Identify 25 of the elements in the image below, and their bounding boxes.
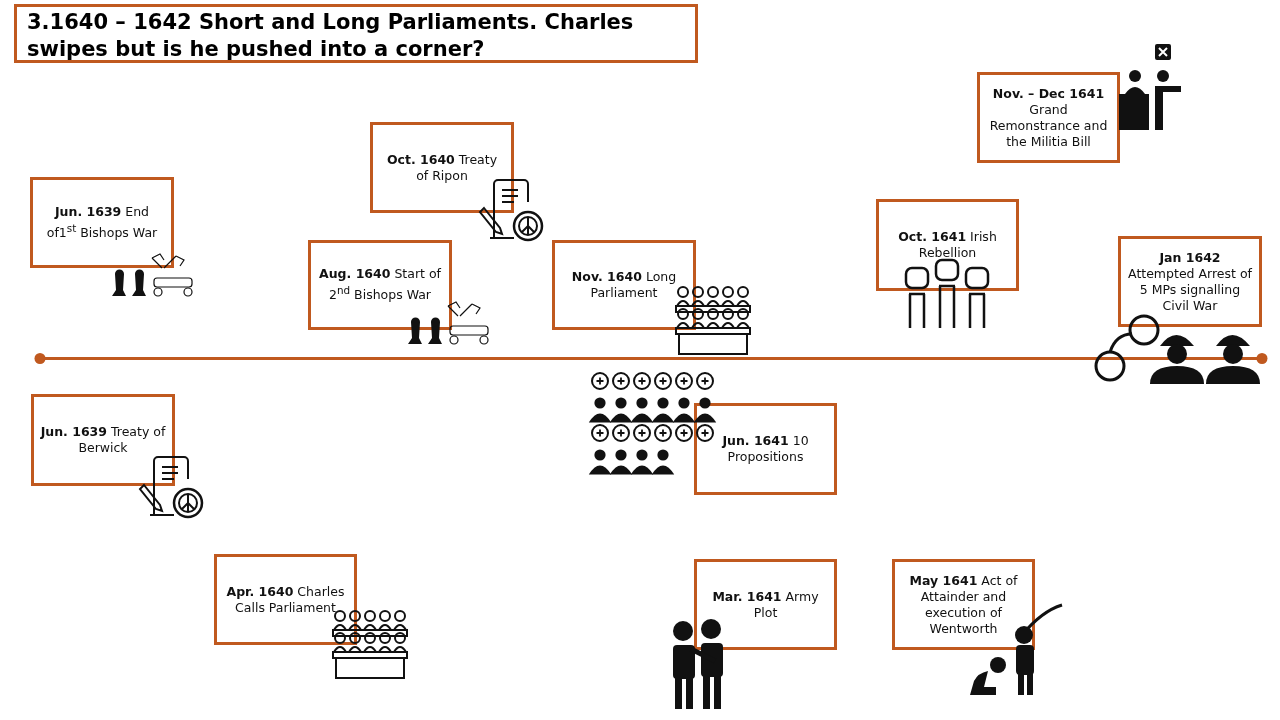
event-box	[552, 240, 696, 330]
event-text: May 1641 Act of Attainder and execution of Wentworth	[908, 572, 1019, 637]
event-text: Oct. 1641 Irish Rebellion	[897, 229, 998, 261]
event-text: Jun. 1641 10 Propositions	[720, 433, 810, 465]
event-text: Apr. 1640 Charles Calls Parliament	[225, 583, 346, 616]
event-box	[31, 394, 175, 486]
event-box	[892, 559, 1035, 650]
event-box	[30, 177, 174, 268]
event-text: Oct. 1640 Treaty of Ripon	[385, 151, 499, 184]
event-text: Nov. – Dec 1641 Grand Remonstrance and the Militia Bill	[988, 85, 1109, 150]
event-box	[694, 403, 837, 495]
event-text: Mar. 1641 Army Plot	[711, 588, 820, 621]
event-box	[876, 199, 1019, 291]
event-box	[1118, 236, 1262, 327]
slide-title: 3.1640 – 1642 Short and Long Parliaments. Charles swipes but is he pushed into a corner?	[27, 9, 635, 63]
event-text: Jun. 1639 End of1$^{st}$ Bishops War	[45, 203, 159, 242]
event-text: Jan 1642 Attempted Arrest of 5 MPs signalling Civil War	[1127, 249, 1253, 314]
event-box	[370, 122, 514, 213]
event-box	[308, 240, 452, 330]
event-text: Jun. 1639 Treaty of Berwick	[39, 424, 167, 456]
event-box	[694, 559, 837, 650]
event-box	[977, 72, 1120, 163]
event-text: Aug. 1640 Start of 2$^{nd}$ Bishops War	[318, 266, 442, 304]
event-text: Nov. 1640 Long Parliament	[570, 269, 678, 301]
event-box	[214, 554, 357, 645]
